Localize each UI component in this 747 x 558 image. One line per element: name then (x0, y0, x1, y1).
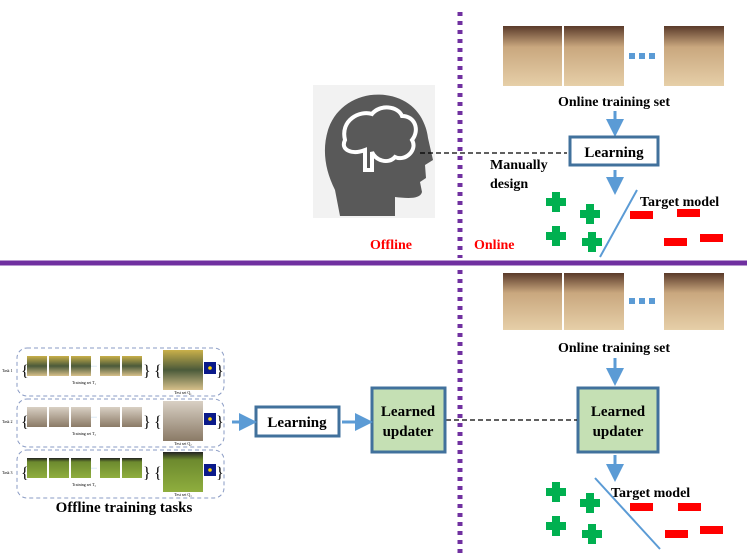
test-frame (163, 350, 203, 390)
training-frame (49, 407, 69, 427)
test-set-label: Test set Q₂ (174, 441, 192, 446)
test-frame (163, 452, 203, 492)
online-training-set-label-bottom: Online training set (558, 341, 670, 356)
training-frame (122, 458, 142, 478)
manually-design-label: Manually (490, 158, 548, 173)
left-brace: { (21, 414, 29, 431)
left-brace: { (154, 465, 162, 482)
training-frame (49, 458, 69, 478)
right-brace: } (216, 363, 224, 380)
training-frame (27, 458, 47, 478)
training-set-label: Training set T₃ (72, 482, 96, 487)
right-brace: } (216, 414, 224, 431)
ellipsis: ··· (91, 415, 97, 421)
task-row: Task 1 { ···} Training set T₁ { Test set Q₁} (2, 347, 225, 397)
learned-updater-label-left: Learned (381, 404, 436, 420)
decision-boundary-top (599, 189, 638, 258)
manually-design-label-line2: design (490, 177, 528, 192)
right-brace: } (143, 414, 151, 431)
target-model-label-top: Target model (640, 195, 719, 210)
training-frame (100, 458, 120, 478)
offline-training-tasks-panel: Task 1{···}Training set T₁{Test set Q₁}T… (2, 347, 225, 499)
training-frame (122, 407, 142, 427)
task-label: Task 2 (2, 419, 13, 424)
learned-updater-label-right: Learned (591, 404, 646, 420)
test-set-label: Test set Q₃ (174, 492, 192, 497)
learned-updater-box-left (370, 386, 447, 454)
training-set-label: Training set T₂ (72, 431, 96, 436)
task-label: Task 1 (2, 368, 13, 373)
right-brace: } (216, 465, 224, 482)
target-model-label-bottom: Target model (611, 486, 690, 501)
left-brace: { (154, 363, 162, 380)
online-training-frames-bottom (503, 273, 724, 330)
training-frame (100, 356, 120, 376)
positive-samples-bottom (546, 482, 602, 544)
task-row: Task 2 { ···} Training set T₂ { Test set Q₂} (2, 398, 225, 448)
training-frame (71, 356, 91, 376)
decision-boundary-bottom (594, 477, 661, 550)
online-training-set-label-top: Online training set (558, 95, 670, 110)
target-dot (208, 417, 212, 421)
test-frame (163, 401, 203, 441)
learned-updater-box-right (576, 386, 660, 454)
right-brace: } (143, 363, 151, 380)
offline-training-tasks-label: Offline training tasks (56, 500, 193, 516)
online-training-frames-top (503, 26, 724, 86)
task-border (16, 398, 225, 448)
ellipsis-dots (629, 53, 635, 59)
learning-box-top (568, 135, 660, 167)
learned-updater-label-right-line2: updater (593, 424, 644, 440)
task-row: Task 3 { ···} Training set T₃ { Test set Q₃} (2, 449, 225, 499)
head-brain-icon (313, 85, 435, 218)
online-label: Online (474, 238, 514, 253)
ellipsis: ··· (91, 466, 97, 472)
negative-samples-top (630, 209, 723, 246)
positive-samples-top (546, 192, 602, 252)
training-frame (27, 356, 47, 376)
target-dot (208, 366, 212, 370)
left-brace: { (21, 465, 29, 482)
training-frame (71, 458, 91, 478)
training-set-label: Training set T₁ (72, 380, 96, 385)
learning-label-bottom: Learning (267, 415, 327, 431)
right-brace: } (143, 465, 151, 482)
negative-samples-bottom (630, 503, 723, 538)
offline-label: Offline (370, 238, 412, 253)
ellipsis: ··· (91, 364, 97, 370)
task-label: Task 3 (2, 470, 13, 475)
training-frame (27, 407, 47, 427)
training-frame (122, 356, 142, 376)
training-frame (100, 407, 120, 427)
left-brace: { (154, 414, 162, 431)
training-frame (49, 356, 69, 376)
learned-updater-label-left-line2: updater (383, 424, 434, 440)
left-brace: { (21, 363, 29, 380)
target-dot (208, 468, 212, 472)
test-set-label: Test set Q₁ (174, 390, 192, 395)
task-border (16, 347, 225, 397)
training-frame (71, 407, 91, 427)
task-border (16, 449, 225, 499)
learning-label-top: Learning (584, 145, 644, 161)
